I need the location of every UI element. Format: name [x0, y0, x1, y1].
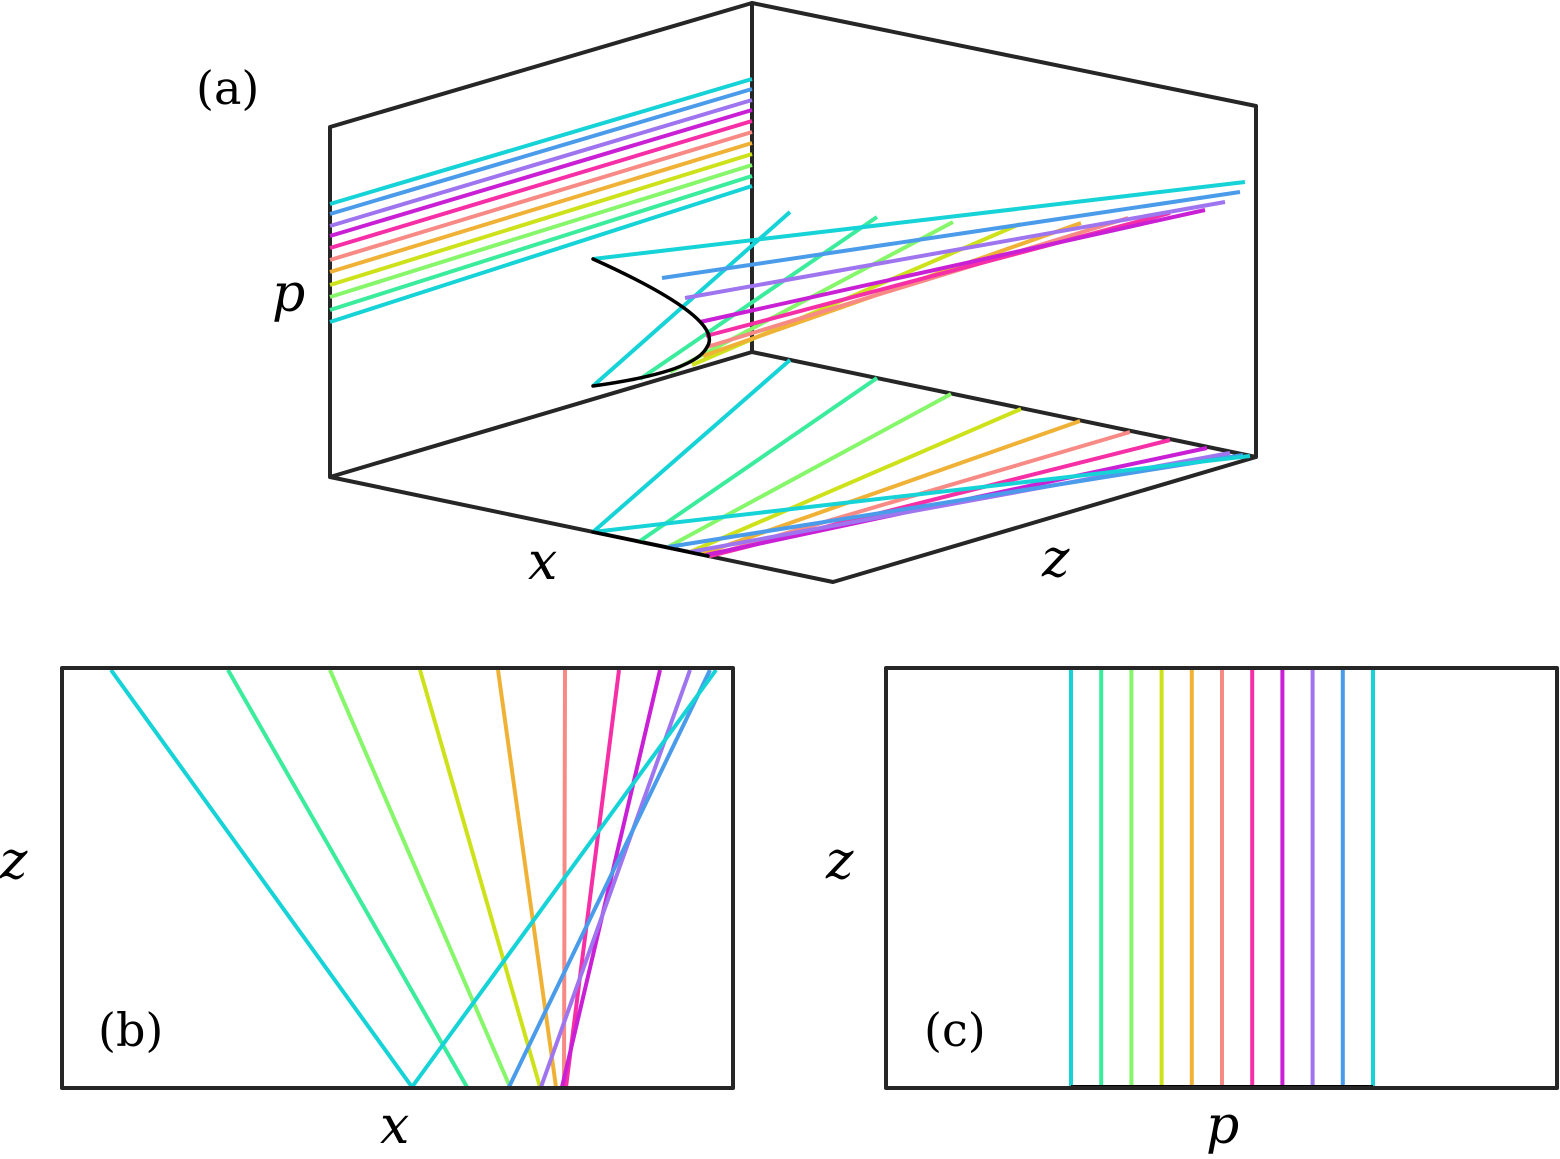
panel-a-p-axis-label: p — [272, 264, 305, 324]
caustic-floor-segment — [591, 530, 710, 558]
ray-3d-9 — [684, 200, 1226, 300]
wall-line-8 — [329, 152, 753, 287]
wall-line-5 — [329, 119, 753, 250]
wall-line-2 — [329, 87, 753, 216]
panel-b-frame — [60, 666, 735, 1090]
ray-3d-6 — [706, 216, 1129, 349]
panel-a-rays-3d — [591, 180, 1246, 388]
panel-a-frame — [328, 1, 1258, 584]
panel-c-lines — [1069, 670, 1375, 1087]
panel-b: (b) z x — [0, 666, 735, 1156]
floor-ray-2 — [638, 376, 879, 543]
panel-a-z-axis-label: z — [1041, 529, 1070, 589]
ray-3d-10 — [661, 190, 1241, 280]
ray-5 — [496, 669, 558, 1088]
panel-a-x-axis-label: x — [528, 532, 557, 592]
wall-line-9 — [329, 163, 753, 299]
panel-b-rays — [109, 668, 718, 1089]
panel-c-label: (c) — [924, 1003, 986, 1057]
ray-2 — [226, 669, 469, 1088]
wall-line-3 — [329, 98, 753, 228]
panel-c-p-axis-label: p — [1206, 1096, 1239, 1156]
panel-a-wall-projection — [329, 77, 753, 324]
wall-line-10 — [329, 174, 753, 312]
ray-11 — [410, 668, 718, 1089]
panel-a-floor-projection — [591, 358, 1251, 558]
panel-c: (c) z p — [825, 666, 1559, 1156]
panel-a-label: (a) — [196, 61, 259, 115]
panel-b-label: (b) — [98, 1003, 163, 1057]
ray-7 — [564, 669, 621, 1088]
floor-front-edges — [329, 455, 1257, 584]
ray-3d-11 — [592, 180, 1246, 261]
wall-line-11 — [329, 184, 753, 324]
panel-b-x-axis-label: x — [380, 1096, 409, 1156]
floor-ray-1 — [591, 358, 792, 534]
floor-ray-3 — [667, 392, 952, 549]
panel-b-z-axis-label: z — [0, 831, 28, 891]
ray-3 — [328, 669, 512, 1088]
floor-ray-4 — [689, 407, 1022, 554]
wall-line-7 — [329, 141, 753, 274]
initial-wavefront-curve — [591, 257, 711, 388]
panel-a: (a) p x z — [196, 1, 1258, 592]
ray-4 — [418, 669, 542, 1088]
ray-3d-8 — [699, 208, 1206, 324]
wall-line-4 — [329, 108, 753, 238]
ray-1 — [109, 668, 414, 1089]
panel-c-frame — [884, 666, 1559, 1090]
ray-10 — [507, 669, 712, 1088]
panel-c-z-axis-label: z — [825, 831, 854, 891]
floor-ray-10 — [667, 453, 1244, 549]
wall-line-1 — [329, 77, 753, 206]
ray-3d-2 — [638, 215, 879, 381]
floor-ray-11 — [592, 454, 1251, 534]
wall-line-6 — [329, 130, 753, 262]
